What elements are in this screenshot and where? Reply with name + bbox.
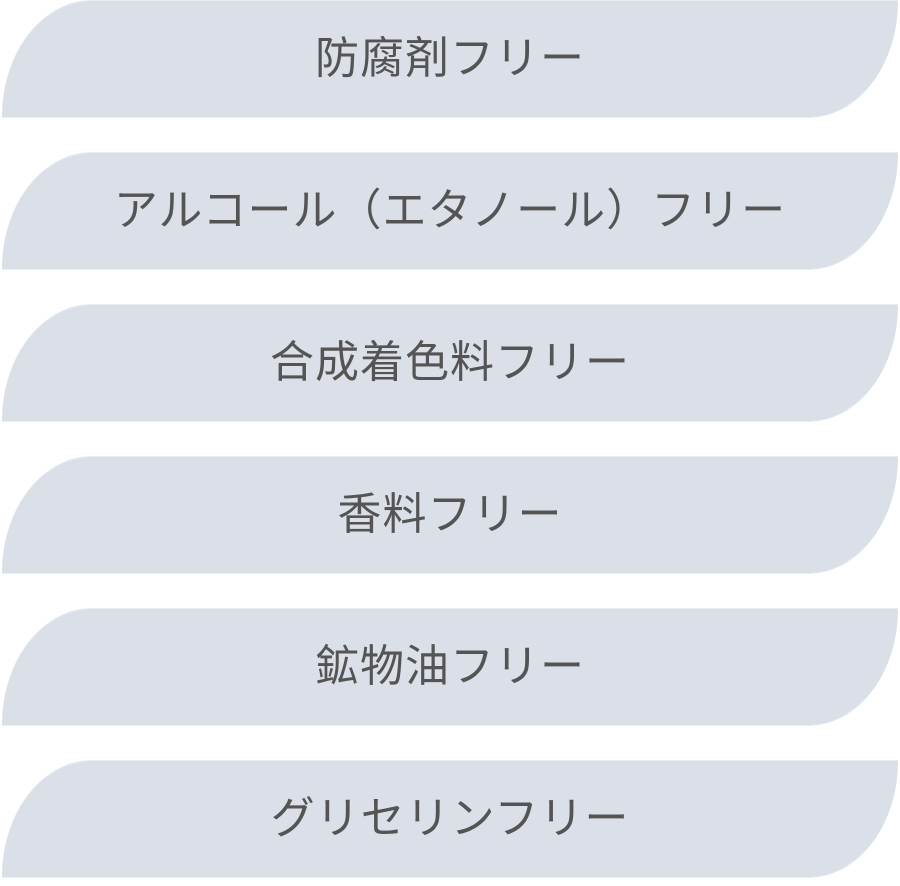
item-label: 鉱物油フリー [315, 641, 585, 692]
free-item-glycerin: グリセリンフリー [2, 761, 898, 877]
item-label: アルコール（エタノール）フリー [113, 185, 787, 236]
free-item-preservatives: 防腐剤フリー [2, 1, 898, 117]
item-label: 香料フリー [337, 489, 563, 540]
item-label: グリセリンフリー [270, 793, 630, 844]
item-label: 合成着色料フリー [270, 337, 630, 388]
free-item-mineral-oil: 鉱物油フリー [2, 609, 898, 725]
item-label: 防腐剤フリー [315, 33, 585, 84]
free-item-fragrance: 香料フリー [2, 457, 898, 573]
free-item-synthetic-colorants: 合成着色料フリー [2, 305, 898, 421]
free-item-alcohol: アルコール（エタノール）フリー [2, 153, 898, 269]
